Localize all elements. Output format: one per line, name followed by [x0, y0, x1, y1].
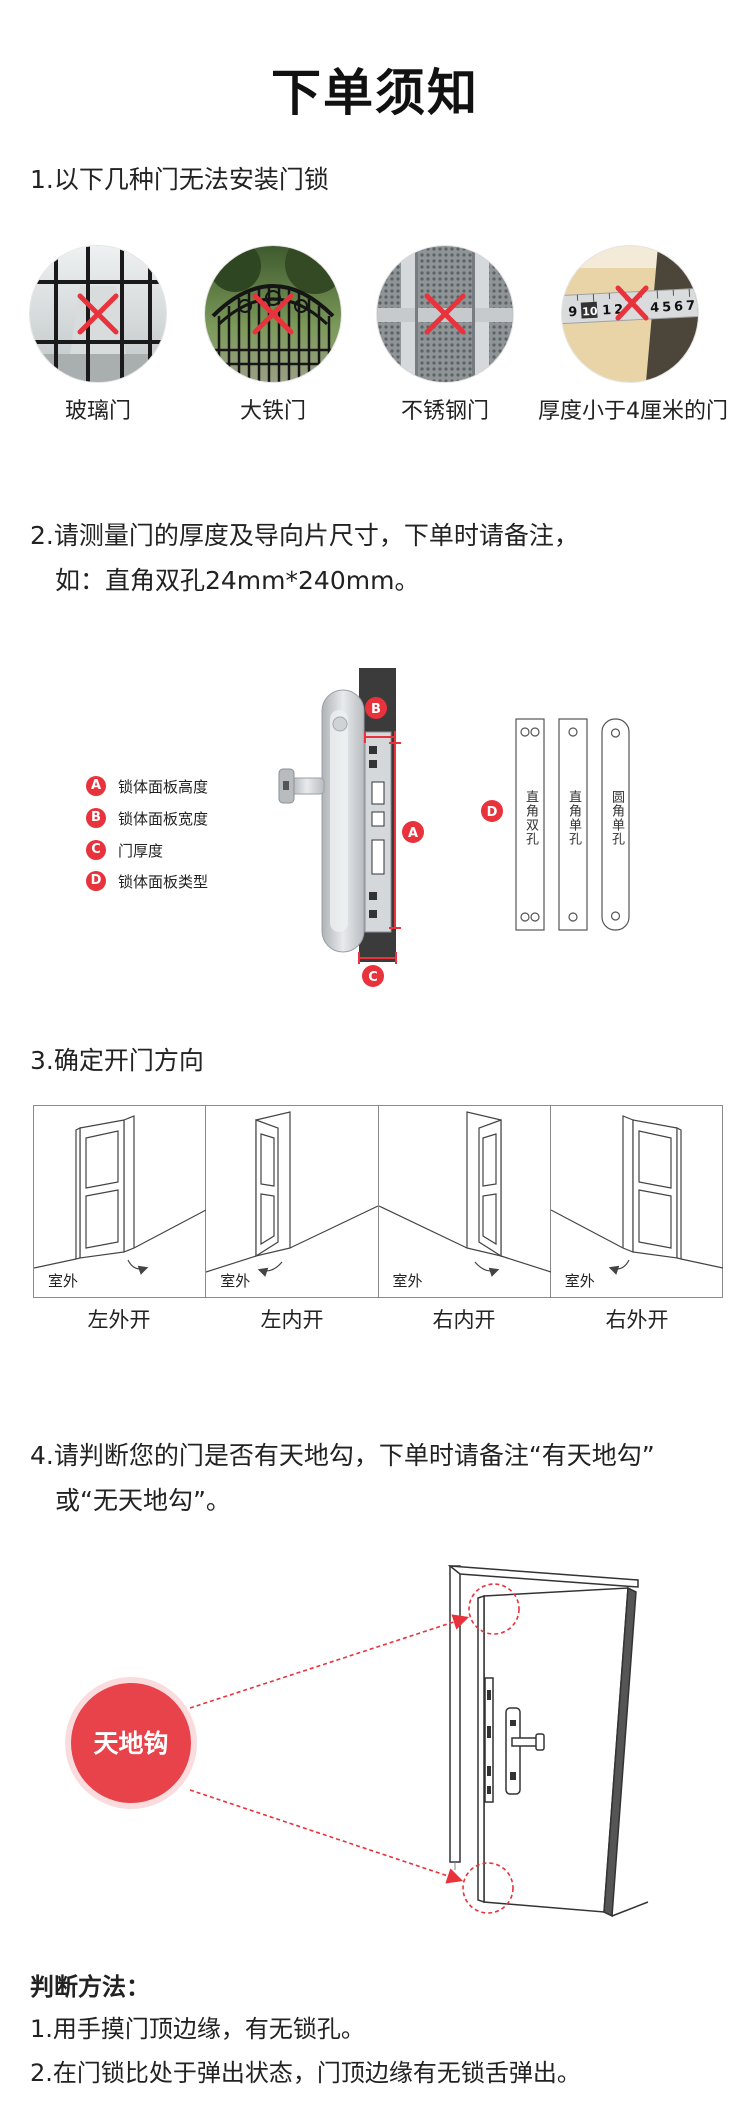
section4-heading-line2: 或“无天地勾”。 — [55, 1486, 231, 1515]
red-cross-icon — [252, 293, 294, 335]
outdoor-label: 室外 — [48, 1272, 79, 1290]
flush-bolt-diagram: 天地钩 — [65, 1565, 649, 1918]
tape-measure-image: 9 10 1 2 4 5 6 7 — [562, 246, 698, 382]
legend-item-b: B 锁体面板宽度 — [86, 807, 208, 829]
outdoor-label: 室外 — [392, 1272, 423, 1290]
arrow-to-top-bolt — [189, 1614, 470, 1709]
top-bolt-highlight — [468, 1583, 520, 1635]
door-right-inward: 室外 — [378, 1106, 551, 1297]
red-cross-icon — [424, 293, 466, 335]
arrow-to-bottom-bolt — [189, 1789, 464, 1884]
door-frame-top — [447, 1565, 639, 1588]
door-label-left-outward: 左外开 — [87, 1308, 151, 1332]
knob — [289, 777, 325, 795]
glass-door-image — [30, 246, 166, 382]
thin-door-label: 厚度小于4厘米的门 — [538, 399, 728, 424]
glass-door-label: 玻璃门 — [64, 399, 131, 424]
iron-gate-label: 大铁门 — [239, 399, 306, 424]
flush-bolt-badge: 天地钩 — [65, 1677, 197, 1809]
marker-c-text: C — [368, 970, 378, 985]
plate-label-round-single: 圆角单孔 — [609, 790, 624, 846]
tape-number: 4 — [650, 300, 660, 315]
marker-b-text: B — [371, 702, 381, 717]
door-direction-table: 室外 室外 — [33, 1105, 723, 1298]
section3-heading: 3.确定开门方向 — [30, 1046, 204, 1075]
legend-badge: C — [86, 840, 106, 860]
flush-bolt-badge-text: 天地钩 — [93, 1729, 168, 1758]
door-label-left-inward: 左内开 — [260, 1308, 324, 1332]
mortise-plate — [364, 731, 392, 933]
tape-number: 6 — [674, 299, 684, 314]
section1-heading: 1.以下几种门无法安装门锁 — [30, 165, 329, 194]
marker-b: B — [365, 697, 387, 719]
marker-a: A — [402, 821, 424, 843]
marker-a-text: A — [408, 826, 418, 841]
door-right-outward-drawing — [550, 1115, 723, 1275]
legend-text: 锁体面板类型 — [118, 872, 209, 891]
section2-heading-line2: 如：直角双孔24mm*240mm。 — [55, 566, 420, 595]
tape-number: 2 — [614, 302, 624, 317]
legend-item-a: A 锁体面板高度 — [86, 775, 208, 797]
outdoor-label: 室外 — [220, 1272, 251, 1290]
door-left-inward-drawing — [206, 1111, 379, 1277]
legend-text: 锁体面板宽度 — [118, 809, 209, 828]
door-handle-plate — [505, 1707, 521, 1795]
tape-number: 1 — [602, 303, 612, 318]
page-title: 下单须知 — [271, 64, 479, 122]
tape-number: 10 — [582, 305, 598, 319]
legend-text: 锁体面板高度 — [118, 777, 209, 796]
door-label-right-outward: 右外开 — [605, 1308, 669, 1332]
section4-heading-line1: 4.请判断您的门是否有天地勾，下单时请备注“有天地勾” — [30, 1441, 655, 1470]
plate-label-square-double: 直角双孔 — [523, 790, 538, 846]
plate-round-single-hole — [601, 718, 630, 931]
outdoor-label: 室外 — [564, 1272, 595, 1290]
lock-strip — [484, 1677, 494, 1803]
door-frame-jamb — [449, 1565, 461, 1863]
door-left-inward: 室外 — [206, 1106, 379, 1297]
method-step-1: 1.用手摸门顶边缘，有无锁孔。 — [30, 2015, 365, 2043]
legend-badge: B — [86, 808, 106, 828]
red-cross-icon — [77, 293, 119, 335]
door-left-outward: 室外 — [34, 1106, 207, 1297]
section2-heading-line1: 2.请测量门的厚度及导向片尺寸，下单时请备注， — [30, 521, 579, 550]
door-left-outward-drawing — [34, 1115, 206, 1275]
legend-item-c: C 门厚度 — [86, 839, 163, 861]
iron-gate-image — [205, 246, 341, 382]
marker-d: D — [481, 800, 503, 822]
red-cross-icon — [615, 285, 649, 321]
plate-square-single-hole — [558, 718, 588, 931]
plate-label-square-single: 直角单孔 — [566, 790, 581, 846]
bottom-bolt-highlight — [462, 1862, 514, 1914]
stainless-steel-door-image — [377, 246, 513, 382]
method-title: 判断方法： — [30, 1973, 150, 2001]
tape-number: 7 — [686, 299, 696, 314]
legend-text: 门厚度 — [118, 841, 164, 860]
lock-measurement-diagram: B A C D — [278, 668, 630, 987]
legend-badge: A — [86, 776, 106, 796]
door-right-inward-drawing — [378, 1111, 551, 1277]
stainless-door-label: 不锈钢门 — [400, 399, 489, 424]
tape-number: 9 — [568, 305, 578, 320]
door-right-outward: 室外 — [550, 1106, 723, 1297]
method-step-2: 2.在门锁比处于弹出状态，门顶边缘有无锁舌弹出。 — [30, 2059, 581, 2087]
marker-d-text: D — [487, 805, 498, 820]
legend-item-d: D 锁体面板类型 — [86, 870, 208, 892]
plate-square-double-hole — [515, 718, 545, 931]
marker-c: C — [362, 965, 384, 987]
door-label-right-inward: 右内开 — [432, 1308, 496, 1332]
legend-badge: D — [86, 871, 106, 891]
tape-number: 5 — [662, 300, 672, 315]
